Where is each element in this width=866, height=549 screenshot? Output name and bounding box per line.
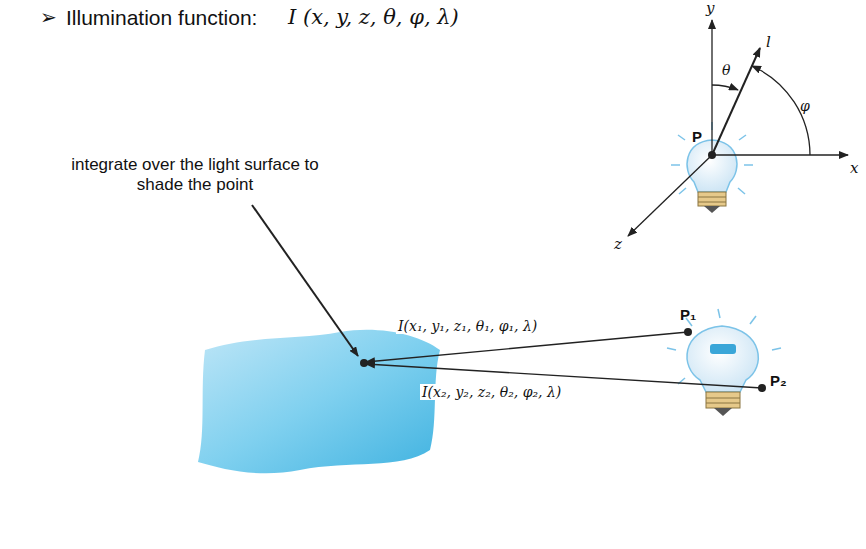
point-label: P xyxy=(692,128,702,145)
axes xyxy=(628,20,848,236)
axis-label: z xyxy=(614,236,622,253)
heading-text: Illumination function: xyxy=(66,6,257,30)
axis-label: y xyxy=(706,0,714,17)
bullet-symbol: ➢ xyxy=(40,6,57,29)
point-label: P₁ xyxy=(680,306,696,323)
area-light-bulb xyxy=(667,309,781,416)
surface-patch xyxy=(198,330,440,474)
vector-label: l xyxy=(766,34,771,51)
function-formula: I (x, y, z, θ, φ, λ) xyxy=(288,5,459,29)
angle-label: φ xyxy=(800,98,810,114)
angle-label: θ xyxy=(722,62,730,78)
callout-note: integrate over the light surface to shad… xyxy=(70,155,320,194)
axis-label: x xyxy=(850,160,858,177)
ray-label: I(x₁, y₁, z₁, θ₁, φ₁, λ) xyxy=(396,318,539,334)
ray-label: I(x₂, y₂, z₂, θ₂, φ₂, λ) xyxy=(420,384,563,400)
point-label: P₂ xyxy=(770,372,787,389)
